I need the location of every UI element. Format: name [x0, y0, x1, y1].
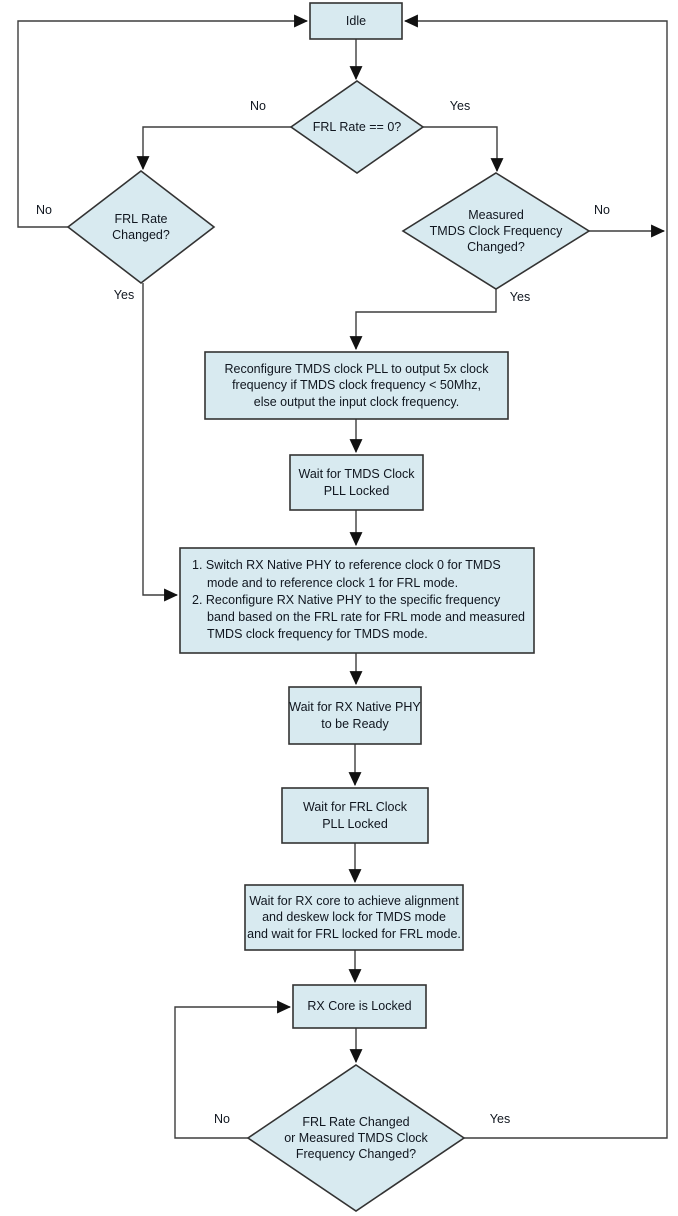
edge-no-loop-to-idle-left: [17, 14, 309, 228]
node-frl-rate-changed-decision: [66, 169, 216, 285]
node-wait-tmds-pll: [289, 454, 424, 511]
node-reconfigure-pll: [204, 351, 509, 420]
edge-no-to-frl-rate-changed: [136, 126, 291, 171]
node-wait-rx-lock: [244, 884, 464, 951]
edge-yes-to-reconfigure-pll: [349, 289, 497, 351]
node-rate-or-freq-changed-decision: [246, 1064, 466, 1212]
edge-yes-loop-to-idle-right: [403, 14, 668, 1139]
edge-yes-to-tmds-freq-changed: [423, 126, 504, 173]
edge-no-loop-to-rx-core: [174, 1000, 292, 1139]
edge-yes-to-switch-phy: [142, 283, 179, 602]
node-idle: [309, 2, 403, 40]
node-frl-rate-zero-decision: [289, 80, 425, 174]
node-rx-core-locked: [292, 984, 427, 1029]
node-wait-phy-ready: [288, 686, 422, 745]
node-switch-phy: [179, 547, 535, 654]
node-wait-frl-pll: [281, 787, 429, 844]
node-tmds-freq-changed-decision: [401, 172, 591, 290]
